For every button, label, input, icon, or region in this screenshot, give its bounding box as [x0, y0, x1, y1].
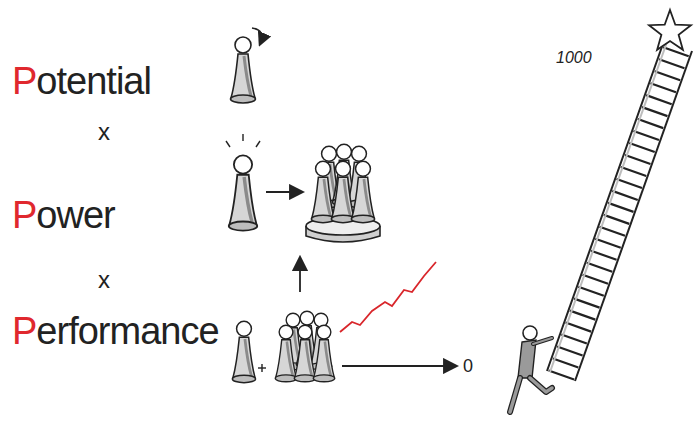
- growth-line: [340, 262, 436, 332]
- factor-word: Potential: [12, 62, 151, 100]
- zero-arrow: [342, 365, 456, 367]
- count-label: 1000: [556, 50, 592, 66]
- single-pawn: [231, 37, 256, 103]
- factor-word: Performance: [12, 312, 219, 350]
- radiating-pawn: [229, 155, 257, 230]
- up-arrow: [299, 258, 301, 292]
- zero-label: 0: [463, 357, 473, 375]
- multiply-sign: x: [98, 268, 110, 292]
- multiply-sign: x: [98, 120, 110, 144]
- single-pawn: [232, 321, 255, 382]
- goal-star: [649, 10, 691, 50]
- flow-arrow: [266, 191, 302, 193]
- ray-lines: [226, 134, 260, 147]
- pawn-group: [311, 144, 374, 222]
- ladder: [547, 41, 692, 381]
- pawn-group: [275, 311, 334, 382]
- factor-word: Power: [12, 196, 115, 234]
- turn-arrow: [252, 28, 262, 44]
- climber-figure: [510, 326, 552, 412]
- plus-sign: [258, 364, 266, 372]
